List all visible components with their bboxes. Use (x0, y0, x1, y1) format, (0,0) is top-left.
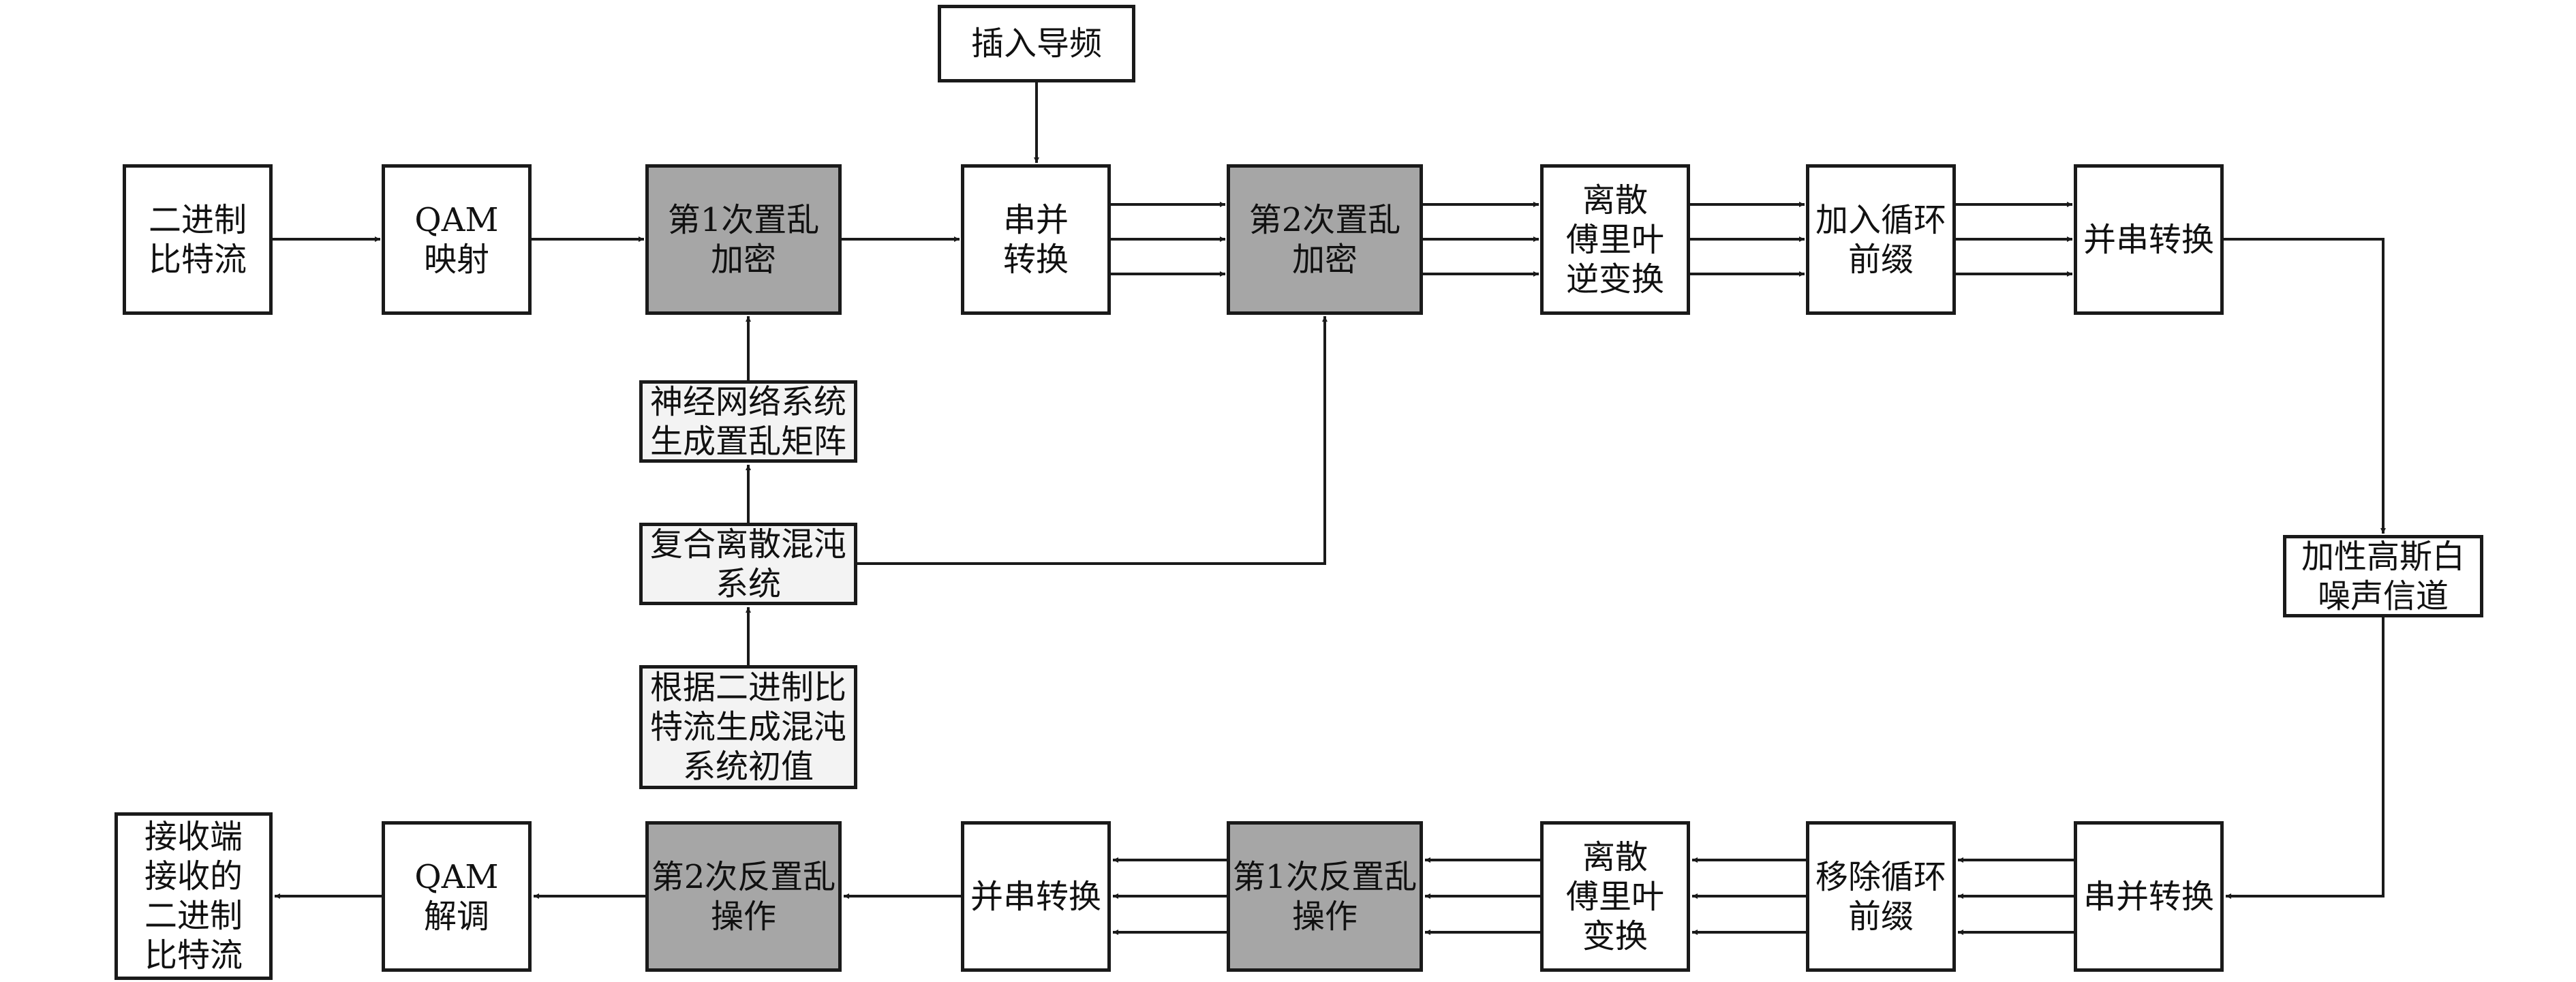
insert-pilot-node: 插入导频 (938, 5, 1135, 82)
binary-bitstream-input-node: 二进制 比特流 (123, 164, 273, 315)
parallel-to-serial-node-rx: 并串转换 (961, 821, 1111, 972)
idft-node: 离散 傅里叶 逆变换 (1540, 164, 1690, 315)
second-scrambling-encryption-node: 第2次置乱 加密 (1227, 164, 1423, 315)
second-descrambling-label: 第2次反置乱 操作 (651, 857, 836, 936)
arrow-chaos-to-scramble2 (857, 316, 1328, 565)
qam-mapping-node: QAM 映射 (382, 164, 532, 315)
second-scrambling-encryption-label: 第2次置乱 加密 (1248, 200, 1401, 279)
chaos-initial-value-generation-label: 根据二进制比 特流生成混沌 系统初值 (649, 669, 846, 786)
dft-label: 离散 傅里叶 变换 (1565, 838, 1664, 955)
parallel-to-serial-node-tx: 并串转换 (2074, 164, 2224, 315)
compound-discrete-chaos-system-node: 复合离散混沌 系统 (639, 523, 857, 605)
dft-node: 离散 傅里叶 变换 (1540, 821, 1690, 972)
idft-label: 离散 傅里叶 逆变换 (1565, 181, 1664, 298)
first-scrambling-encryption-label: 第1次置乱 加密 (667, 200, 820, 279)
awgn-channel-label: 加性高斯白 噪声信道 (2301, 537, 2465, 615)
first-descrambling-node: 第1次反置乱 操作 (1227, 821, 1423, 972)
qam-demodulation-label: QAM 解调 (414, 857, 499, 936)
parallel-to-serial-label-rx: 并串转换 (970, 877, 1101, 916)
serial-to-parallel-node-tx: 串并 转换 (961, 164, 1111, 315)
neural-network-scrambling-matrix-node: 神经网络系统 生成置乱矩阵 (639, 380, 857, 463)
awgn-channel-node: 加性高斯白 噪声信道 (2283, 535, 2483, 617)
neural-network-scrambling-matrix-label: 神经网络系统 生成置乱矩阵 (649, 382, 846, 461)
serial-to-parallel-label-tx: 串并 转换 (1002, 200, 1069, 279)
remove-cyclic-prefix-node: 移除循环 前缀 (1806, 821, 1956, 972)
add-cyclic-prefix-node: 加入循环 前缀 (1806, 164, 1956, 315)
qam-demodulation-node: QAM 解调 (382, 821, 532, 972)
arrow-channel-to-sp-rx (2226, 617, 2385, 899)
arrow-ps-to-channel (2224, 238, 2386, 534)
add-cyclic-prefix-label: 加入循环 前缀 (1815, 200, 1946, 279)
compound-discrete-chaos-system-label: 复合离散混沌 系统 (649, 525, 846, 603)
received-binary-bitstream-label: 接收端 接收的 二进制 比特流 (144, 818, 243, 975)
received-binary-bitstream-node: 接收端 接收的 二进制 比特流 (114, 812, 273, 980)
second-descrambling-node: 第2次反置乱 操作 (645, 821, 842, 972)
insert-pilot-label: 插入导频 (970, 25, 1102, 63)
binary-bitstream-input-label: 二进制 比特流 (148, 200, 247, 279)
parallel-to-serial-label-tx: 并串转换 (2083, 220, 2214, 259)
serial-to-parallel-label-rx: 串并转换 (2083, 877, 2214, 916)
serial-to-parallel-node-rx: 串并转换 (2074, 821, 2224, 972)
first-scrambling-encryption-node: 第1次置乱 加密 (645, 164, 842, 315)
qam-mapping-label: QAM 映射 (414, 200, 499, 279)
remove-cyclic-prefix-label: 移除循环 前缀 (1815, 857, 1946, 936)
chaos-initial-value-generation-node: 根据二进制比 特流生成混沌 系统初值 (639, 665, 857, 789)
first-descrambling-label: 第1次反置乱 操作 (1232, 857, 1417, 936)
